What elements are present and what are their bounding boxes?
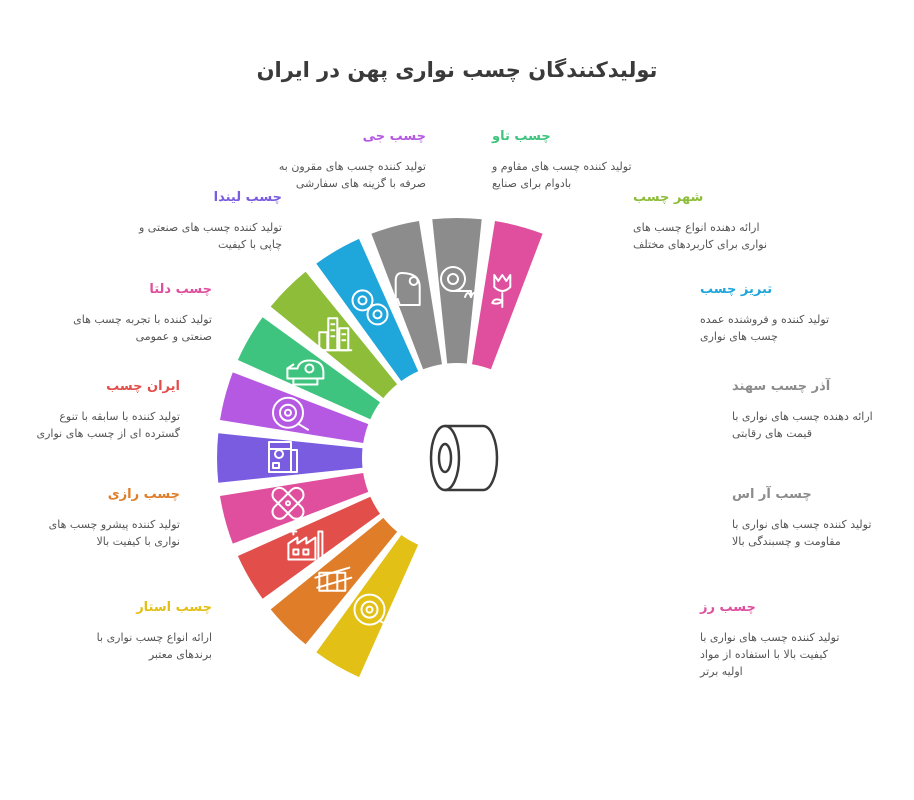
sticky-roll-icon	[440, 266, 478, 298]
segment-title: چسب جی	[362, 129, 426, 144]
tape-roll-icon	[272, 396, 309, 431]
label-segment-4: چسب لیندا تولید کننده چسب های صنعتی و چاپ…	[112, 190, 282, 253]
segment-desc-line: ارائه دهنده انواع چسب های	[633, 221, 760, 234]
wheel-segment-1	[270, 517, 398, 645]
segment-desc-line: صنعتی و عمومی	[135, 330, 212, 343]
segment-title: شهر چسب	[633, 190, 704, 205]
tape-strip-icon	[394, 272, 421, 306]
wheel-segment-2	[237, 496, 380, 599]
segment-desc-line: تولید کننده و فروشنده عمده	[700, 313, 830, 326]
taped-box-icon	[314, 566, 353, 592]
segment-desc-line: تولید کننده با تجربه چسب های	[73, 313, 212, 326]
segment-title: تبریز چسب	[700, 282, 773, 297]
segment-title: چسب استار	[136, 600, 212, 615]
wheel-segment-4	[217, 433, 363, 483]
label-segment-10: چسب آر اس تولید کننده چسب های نواری با مق…	[732, 487, 907, 550]
tape-rolls-icon	[351, 289, 389, 326]
label-segment-7: شهر چسب ارائه دهنده انواع چسب های نواری ب…	[633, 190, 808, 253]
segment-desc-line: برندهای معتبر	[148, 648, 212, 661]
segment-desc-line: قیمت های رقابتی	[732, 427, 812, 440]
segment-desc-line: صرفه با گزینه های سفارشی	[295, 177, 426, 190]
wheel-segment-6	[237, 317, 380, 420]
segment-desc-line: ارائه دهنده چسب های نواری با	[732, 410, 873, 423]
label-segment-6: چسب تاو تولید کننده چسب های مقاوم و بادوا…	[492, 129, 667, 192]
label-segment-5: چسب جی تولید کننده چسب های مقرون به صرفه …	[256, 129, 426, 192]
segment-title: ایران چسب	[106, 379, 180, 394]
rose-icon	[491, 274, 512, 308]
segment-desc-line: چاپی با کیفیت	[217, 238, 282, 251]
city-buildings-icon	[314, 317, 353, 352]
segment-desc-line: اولیه برتر	[700, 665, 743, 678]
segment-desc-line: مقاومت و چسبندگی بالا	[732, 535, 841, 548]
segment-desc-line: بادوام برای صنایع	[492, 177, 572, 190]
factory-icon	[287, 527, 324, 561]
segment-title: آذر چسب سهند	[732, 379, 831, 394]
printed-tape-icon	[268, 441, 298, 473]
wheel-segment-0	[316, 535, 419, 678]
segment-desc-line: تولید کننده چسب های صنعتی و	[138, 221, 282, 234]
center-tape-roll-icon	[429, 424, 499, 492]
segment-desc-line: تولید کننده چسب های نواری با	[700, 631, 840, 644]
label-segment-9: آذر چسب سهند ارائه دهنده چسب های نواری ب…	[732, 379, 907, 442]
wheel-segment-9	[371, 221, 442, 370]
segment-desc-line: تولید کننده با سابقه با تنوع	[59, 410, 180, 423]
segment-desc-line: نواری برای کاربردهای مختلف	[633, 238, 768, 251]
segment-title: چسب تاو	[492, 129, 551, 144]
label-segment-2: ایران چسب تولید کننده با سابقه با تنوع گس…	[10, 379, 180, 442]
segment-title: چسب رازی	[107, 487, 180, 502]
segment-desc-line: چسب های نواری	[700, 330, 778, 343]
segment-title: چسب لیندا	[213, 190, 282, 205]
wheel-segment-11	[472, 221, 543, 370]
wheel-segment-7	[270, 271, 398, 399]
label-segment-0: چسب استار ارائه انواع چسب نواری با برندها…	[42, 600, 212, 663]
segment-desc-line: گسترده ای از چسب های نواری	[36, 427, 180, 440]
segment-desc-line: تولید کننده چسب های مقرون به	[278, 160, 426, 173]
segment-desc-line: نواری با کیفیت بالا	[96, 535, 180, 548]
bandage-icon	[271, 486, 305, 520]
page-title: تولیدکنندگان چسب نواری پهن در ایران	[256, 58, 658, 82]
label-segment-8: تبریز چسب تولید کننده و فروشنده عمده چسب …	[700, 282, 875, 345]
segment-title: چسب دلتا	[149, 282, 212, 297]
segment-desc-line: تولید کننده پیشرو چسب های	[48, 518, 180, 531]
segment-desc-line: ارائه انواع چسب نواری با	[96, 631, 212, 644]
segment-desc-line: تولید کننده چسب های مقاوم و	[492, 160, 632, 173]
segment-title: چسب رز	[700, 600, 756, 615]
label-segment-1: چسب رازی تولید کننده پیشرو چسب های نواری …	[10, 487, 180, 550]
segment-desc-line: تولید کننده چسب های نواری با	[732, 518, 872, 531]
tape-dispenser-icon	[286, 359, 325, 386]
label-segment-3: چسب دلتا تولید کننده با تجربه چسب های صنع…	[42, 282, 212, 345]
segment-desc-line: کیفیت بالا با استفاده از مواد	[700, 648, 828, 661]
segment-title: چسب آر اس	[732, 487, 812, 502]
tape-roll-icon	[353, 593, 391, 628]
label-segment-11: چسب رز تولید کننده چسب های نواری با کیفیت…	[700, 600, 875, 680]
